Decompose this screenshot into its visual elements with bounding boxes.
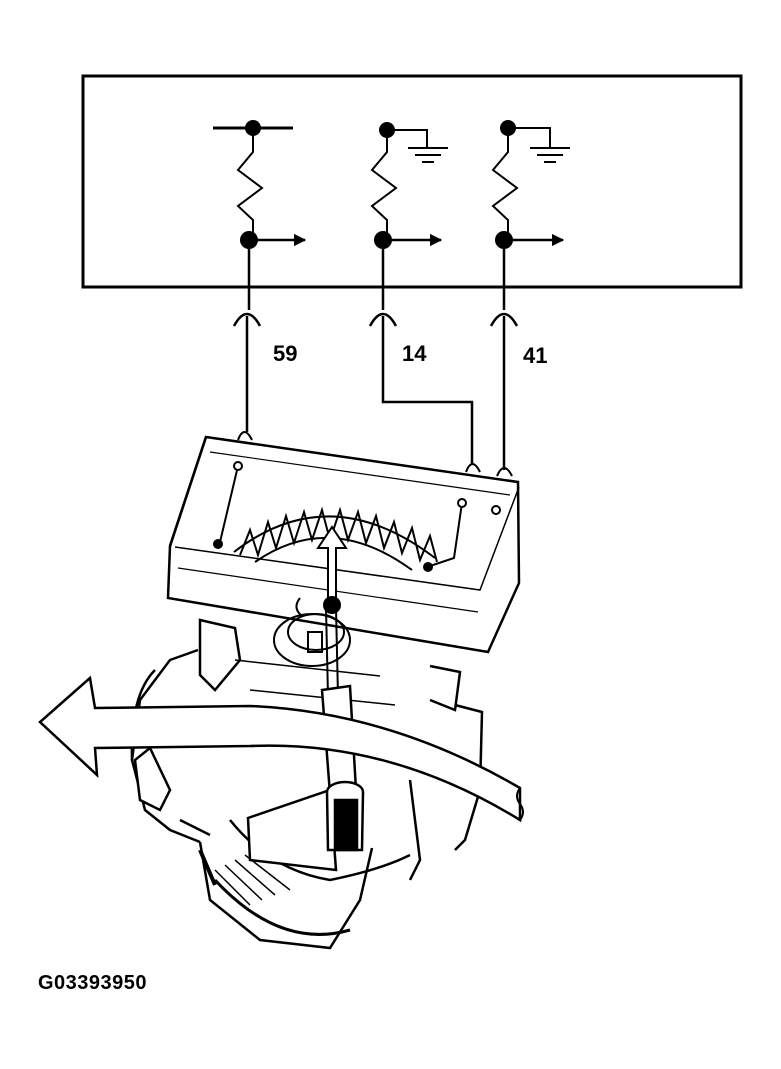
circuit-supply — [213, 126, 307, 310]
connector-arcs — [232, 312, 519, 327]
airflow-arrow-wave — [516, 787, 524, 821]
wiper-arrow — [316, 525, 348, 606]
wire-label-41: 41 — [523, 343, 548, 368]
circuit-ground-right — [491, 127, 570, 310]
control-unit-box — [81, 74, 743, 289]
node-supply-bottom — [240, 231, 258, 249]
circuit-ground-middle — [370, 129, 448, 310]
figure-id: G03393950 — [38, 972, 148, 994]
node-ground-right-top — [500, 120, 516, 136]
sensor-connector-hooks — [237, 431, 513, 477]
node-ground-middle-top — [379, 122, 395, 138]
terminal-3 — [491, 505, 501, 515]
track-end-left — [213, 539, 223, 549]
node-supply-top — [245, 120, 261, 136]
node-ground-right-bottom — [495, 231, 513, 249]
wires-to-sensor — [245, 316, 506, 470]
track-end-right — [423, 562, 433, 572]
airflow-arrow — [38, 675, 522, 823]
wire-label-59: 59 — [273, 341, 298, 366]
meter-body — [130, 618, 484, 950]
terminal-1 — [233, 461, 243, 471]
body-ribs — [198, 849, 351, 936]
inlet-flange — [133, 746, 172, 812]
terminal-2 — [457, 498, 467, 508]
node-ground-middle-bottom — [374, 231, 392, 249]
wire-label-14: 14 — [402, 341, 427, 366]
